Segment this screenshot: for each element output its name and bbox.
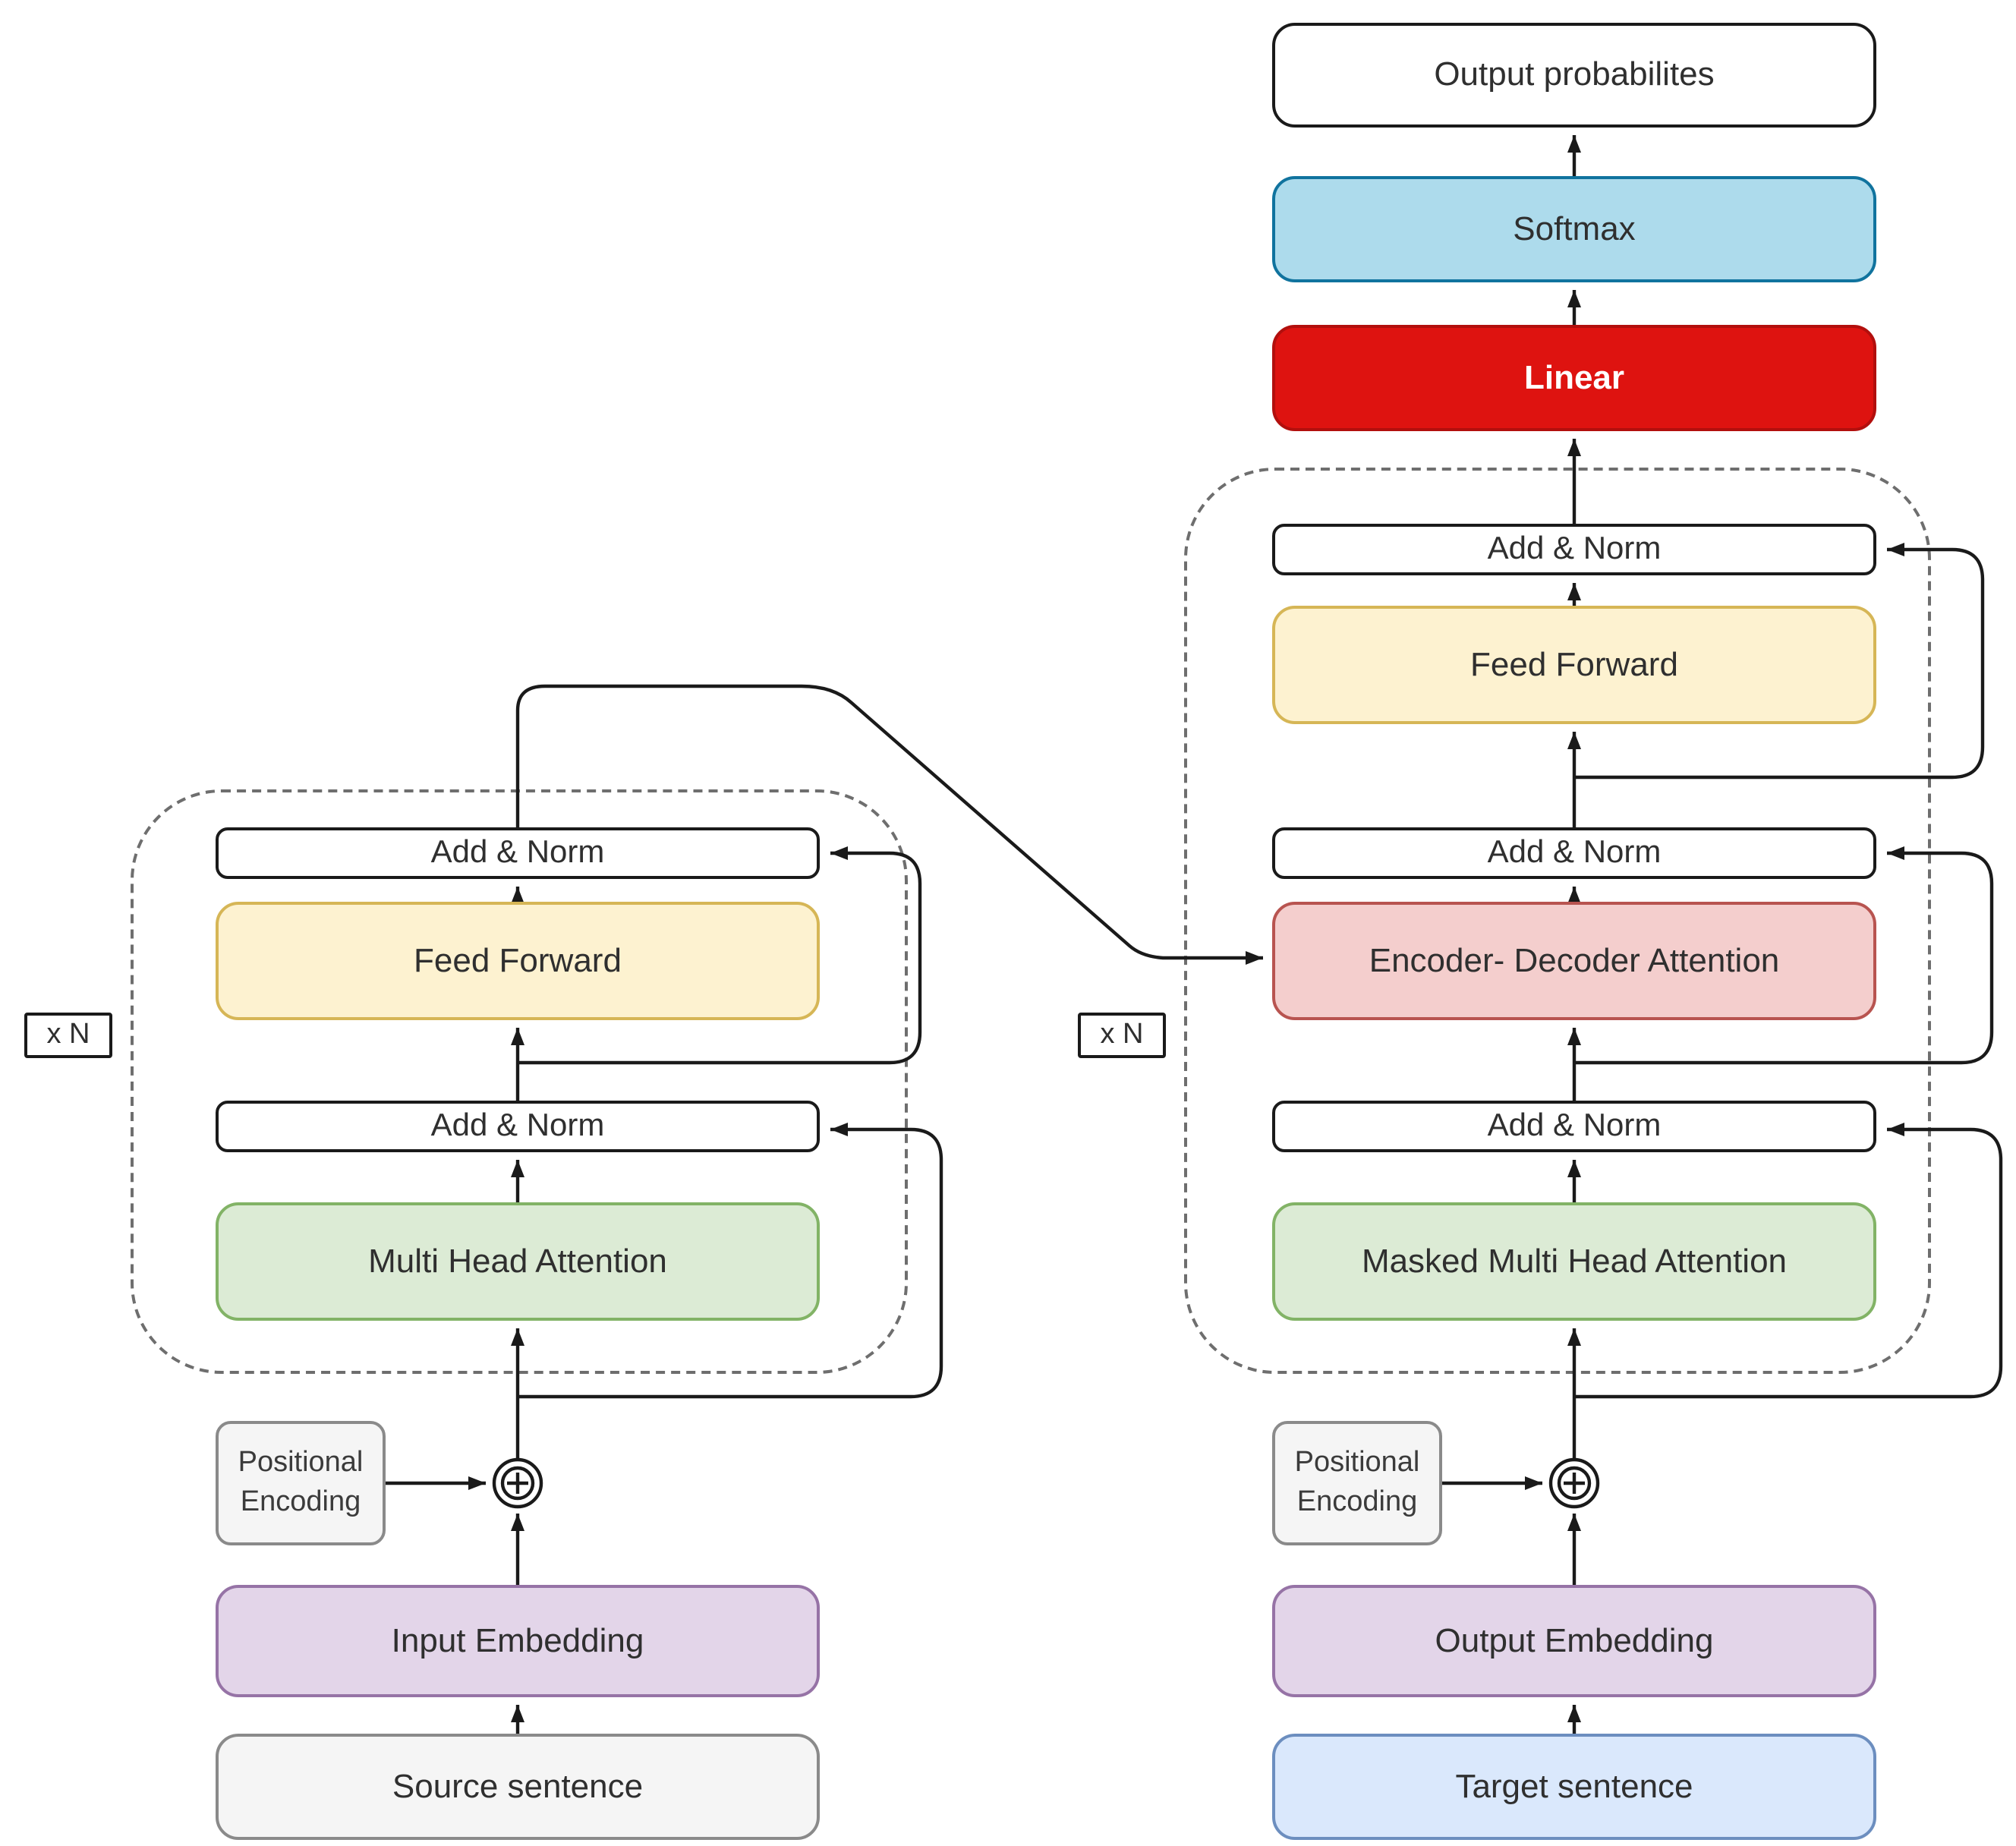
edge-residual-decoder-masked-mha	[1574, 1123, 2003, 1399]
node-multi-head-attention: Multi Head Attention	[216, 1202, 820, 1321]
node-input-embedding: Input Embedding	[216, 1585, 820, 1697]
node-add-norm-encoder-bottom: Add & Norm	[216, 1101, 820, 1152]
node-feed-forward-decoder: Feed Forward	[1272, 606, 1876, 724]
repeat-label-encoder: x N	[24, 1013, 112, 1058]
edge-encoder-output-to-decoder	[515, 684, 1263, 965]
circled-plus-icon	[1548, 1457, 1600, 1509]
node-add-norm-decoder-top: Add & Norm	[1272, 524, 1876, 575]
node-encoder-decoder-attention: Encoder- Decoder Attention	[1272, 902, 1876, 1020]
edge-residual-encoder-mha	[518, 1123, 943, 1399]
decoder-repeat-region	[1184, 468, 1931, 1374]
node-add-norm-encoder-top: Add & Norm	[216, 827, 820, 879]
node-softmax: Softmax	[1272, 176, 1876, 282]
node-positional-encoding-encoder: Positional Encoding	[216, 1421, 386, 1545]
node-masked-multi-head-attention: Masked Multi Head Attention	[1272, 1202, 1876, 1321]
node-target-sentence: Target sentence	[1272, 1734, 1876, 1840]
node-source-sentence: Source sentence	[216, 1734, 820, 1840]
node-add-norm-decoder-mid: Add & Norm	[1272, 827, 1876, 879]
repeat-label-decoder: x N	[1078, 1013, 1166, 1058]
circled-plus-icon	[492, 1457, 543, 1509]
node-output-embedding: Output Embedding	[1272, 1585, 1876, 1697]
node-feed-forward-encoder: Feed Forward	[216, 902, 820, 1020]
node-positional-encoding-decoder: Positional Encoding	[1272, 1421, 1442, 1545]
node-linear: Linear	[1272, 325, 1876, 431]
node-add-norm-decoder-bottom: Add & Norm	[1272, 1101, 1876, 1152]
edge-residual-decoder-eda	[1574, 846, 1994, 1065]
edge-residual-encoder-ff	[518, 846, 922, 1065]
edge-residual-decoder-ff	[1574, 543, 1985, 780]
node-output-probabilities: Output probabilites	[1272, 23, 1876, 128]
